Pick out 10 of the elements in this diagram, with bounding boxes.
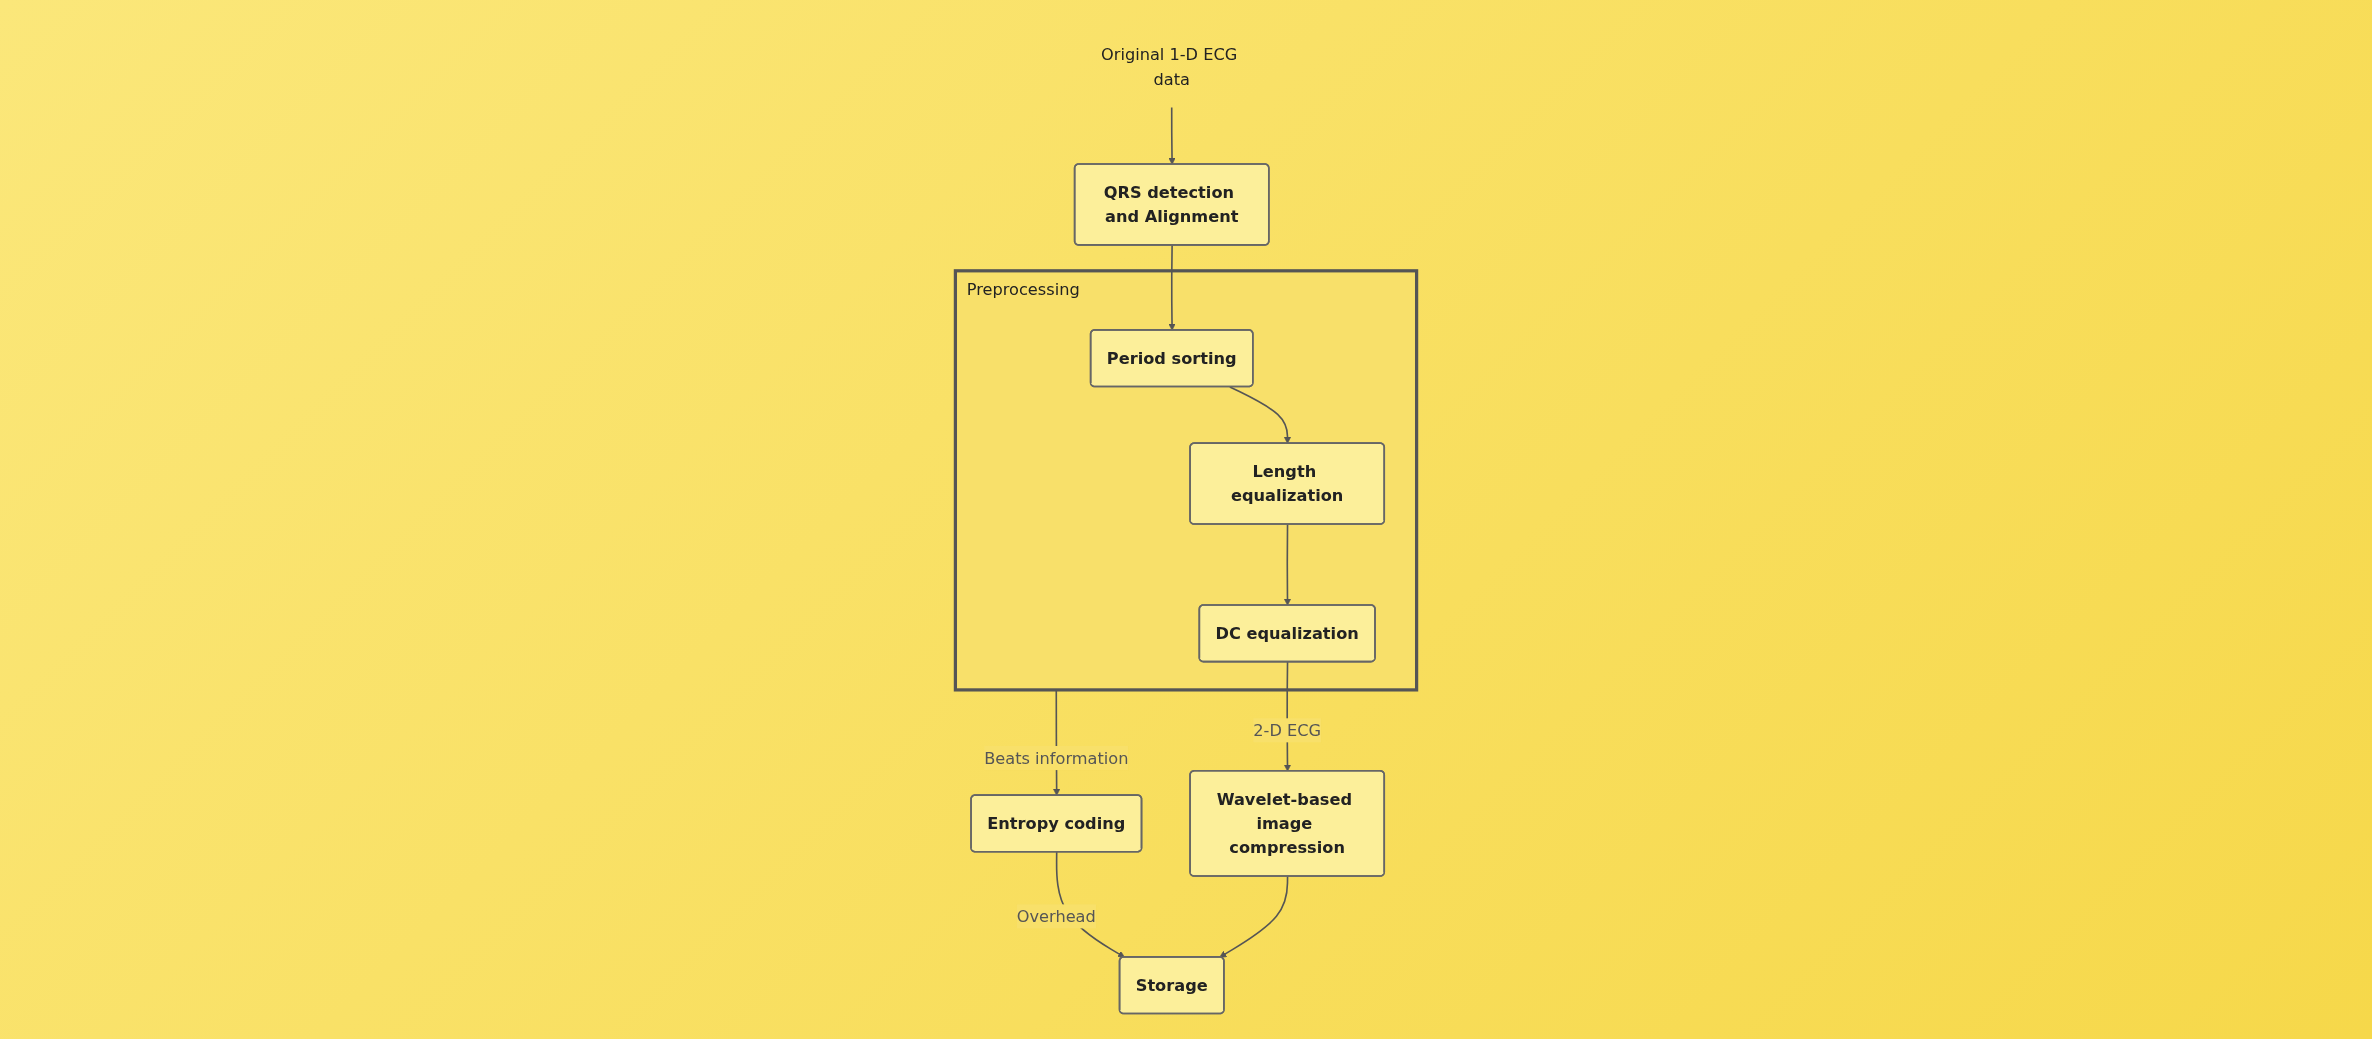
edge-label: Overhead: [1016, 906, 1096, 926]
arrow: [1219, 875, 1289, 958]
arrow: [1168, 244, 1176, 331]
arrow: [1283, 523, 1292, 606]
edge-label: Beats information: [984, 747, 1129, 768]
arrow: [1168, 106, 1176, 165]
edge-label: 2-D ECG: [1253, 720, 1322, 740]
node-text: Original 1-D ECG data: [1101, 44, 1238, 89]
arrow: [1229, 385, 1292, 444]
cluster: [953, 268, 1419, 691]
